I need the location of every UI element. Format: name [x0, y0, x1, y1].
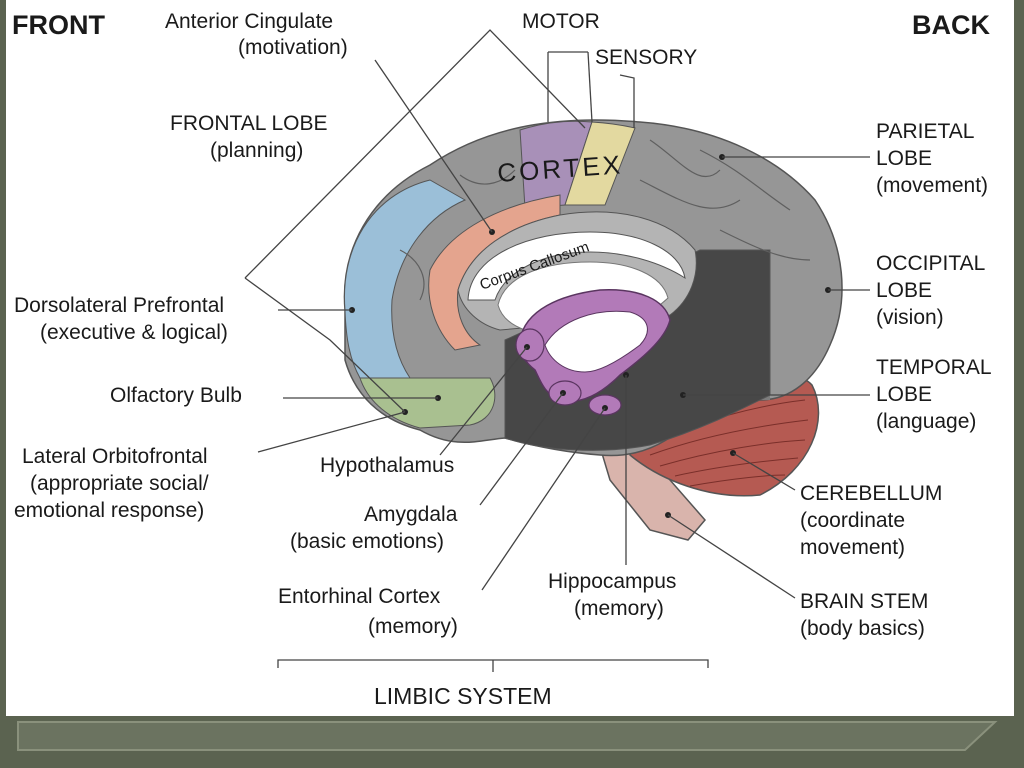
cerebellum-sub1: (coordinate [800, 509, 905, 532]
limbic-system-label: LIMBIC SYSTEM [374, 683, 552, 709]
amygdala-label: Amygdala [364, 503, 458, 526]
temporal-label-2: LOBE [876, 383, 932, 406]
sensory-cortex-region [564, 121, 636, 206]
parietal-label-2: LOBE [876, 147, 932, 170]
dorsolateral-label: Dorsolateral Prefrontal [14, 294, 224, 317]
brain-illustration [343, 119, 843, 541]
anterior-cingulate-label: Anterior Cingulate [165, 10, 333, 33]
back-label: BACK [912, 10, 990, 40]
entorhinal-label: Entorhinal Cortex [278, 585, 441, 608]
parietal-sub: (movement) [876, 174, 988, 197]
entorhinal-sub: (memory) [368, 615, 458, 638]
occipital-label: OCCIPITAL [876, 252, 985, 275]
lateral-orbitofrontal-sub2: emotional response) [14, 499, 204, 522]
occipital-sub: (vision) [876, 306, 944, 329]
hippocampus-sub: (memory) [574, 597, 664, 620]
front-label: FRONT [12, 10, 105, 40]
leader-lines [244, 29, 870, 672]
cerebellum-label: CEREBELLUM [800, 482, 942, 505]
slide-bottom-band [17, 721, 998, 751]
temporal-label: TEMPORAL [876, 356, 992, 379]
gyri-lines [399, 139, 811, 301]
frontal-lobe-sub: (planning) [210, 139, 303, 162]
olfactory-bulb-label: Olfactory Bulb [110, 384, 242, 407]
frontal-lobe-label: FRONTAL LOBE [170, 112, 328, 135]
limbic-inner-hollow [544, 310, 648, 373]
parietal-label: PARIETAL [876, 120, 974, 143]
corpus-callosum-region [467, 231, 686, 301]
frontal-lobe-region [343, 179, 467, 379]
dorsolateral-sub: (executive & logical) [40, 321, 228, 344]
amygdala-sub: (basic emotions) [290, 530, 444, 553]
hypothalamus-label: Hypothalamus [320, 454, 454, 477]
lateral-orbitofrontal-label: Lateral Orbitofrontal [22, 445, 208, 468]
occipital-label-2: LOBE [876, 279, 932, 302]
hippocampus-label: Hippocampus [548, 570, 676, 593]
cerebellum-sub2: movement) [800, 536, 905, 559]
motor-label: MOTOR [522, 10, 600, 33]
brain-stem-sub: (body basics) [800, 617, 925, 640]
lateral-orbitofrontal-sub1: (appropriate social/ [30, 472, 209, 495]
temporal-sub: (language) [876, 410, 976, 433]
brain-stem-label: BRAIN STEM [800, 590, 928, 613]
anterior-cingulate-sub: (motivation) [238, 36, 348, 59]
sensory-label: SENSORY [595, 46, 697, 69]
